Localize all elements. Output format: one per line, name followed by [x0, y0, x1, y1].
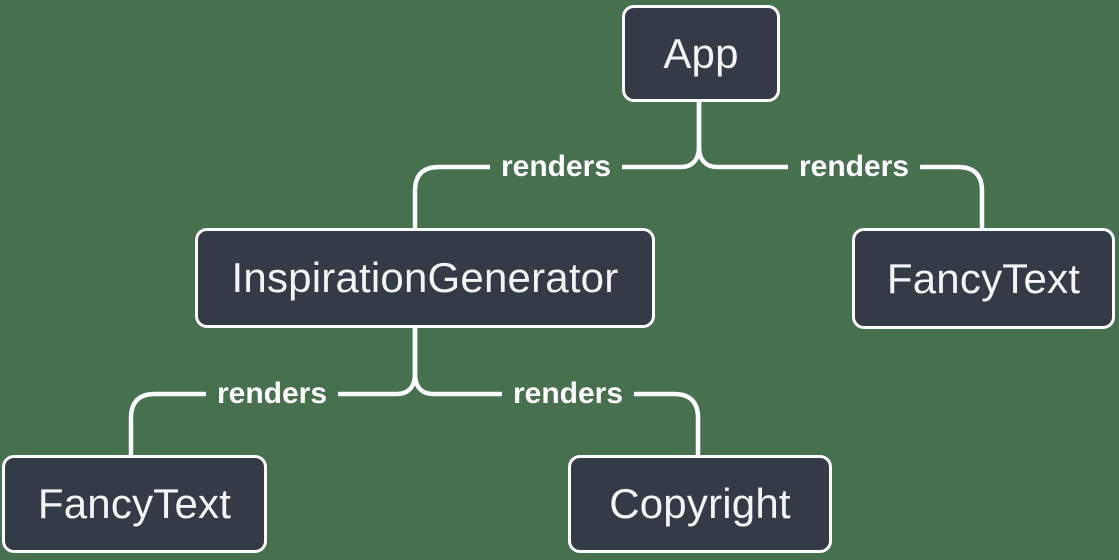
edge-label-inspirationgenerator-copyright: renders: [501, 377, 635, 411]
node-fancy-text-top: FancyText: [852, 228, 1115, 329]
node-inspiration-generator: InspirationGenerator: [195, 228, 655, 328]
edge-label-inspirationgenerator-fancytext: renders: [205, 377, 339, 411]
node-app-label: App: [663, 29, 739, 77]
edge-label-app-inspirationgenerator: renders: [489, 150, 623, 184]
node-fancy-text-top-label: FancyText: [886, 254, 1081, 302]
edge-label-app-fancytext: renders: [787, 150, 921, 184]
node-fancy-text-bottom: FancyText: [2, 455, 267, 553]
node-fancy-text-bottom-label: FancyText: [37, 480, 232, 527]
node-copyright-label: Copyright: [609, 480, 791, 527]
node-copyright: Copyright: [568, 455, 832, 553]
node-app: App: [622, 5, 780, 102]
node-inspiration-generator-label: InspirationGenerator: [231, 254, 619, 301]
